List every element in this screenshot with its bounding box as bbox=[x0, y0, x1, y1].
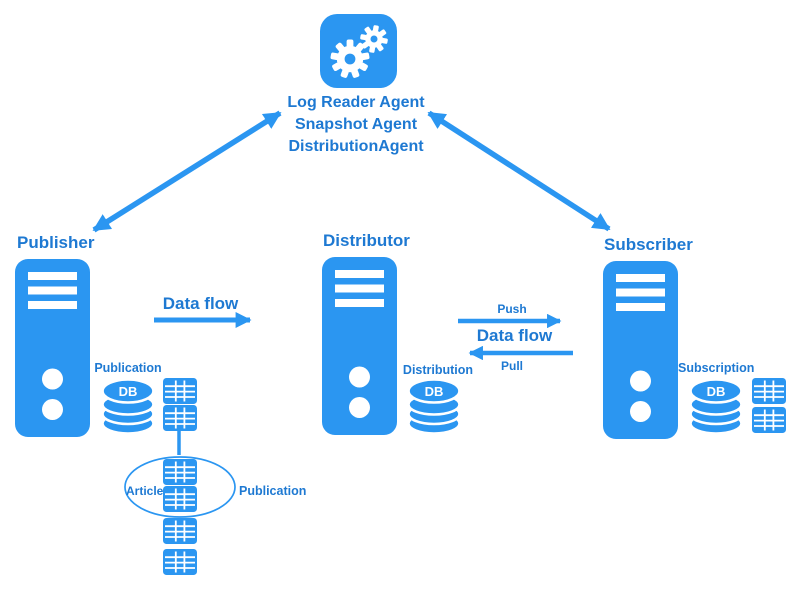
publisher-agents-arrow bbox=[92, 110, 282, 233]
snapshot-agent-label: Snapshot Agent bbox=[294, 116, 418, 133]
distributor-subscriber-dataflow-label: Data flow bbox=[476, 326, 553, 345]
log-reader-agent-label: Log Reader Agent bbox=[287, 94, 425, 111]
distribution-db-icon: DB bbox=[406, 377, 462, 435]
publisher-server-icon bbox=[15, 259, 90, 437]
pull-label: Pull bbox=[500, 359, 523, 373]
push-label: Push bbox=[497, 302, 527, 316]
publisher-label: Publisher bbox=[17, 233, 95, 252]
publication-grouping-ellipse bbox=[124, 456, 236, 518]
publication-db-caption: Publication bbox=[94, 361, 162, 375]
distributor-server-icon bbox=[322, 257, 397, 435]
publication-grouping-label: Publication bbox=[239, 484, 307, 498]
agent-labels: Log Reader Agent Snapshot Agent Distribu… bbox=[236, 92, 476, 158]
subscription-db-icon: DB bbox=[688, 377, 744, 435]
distributor-label: Distributor bbox=[323, 231, 410, 250]
agents-gear-icon bbox=[320, 14, 397, 88]
publisher-table-icon bbox=[163, 549, 197, 575]
publisher-table-icon bbox=[163, 378, 197, 404]
article-label: Article bbox=[126, 484, 164, 498]
gears-icon bbox=[330, 25, 388, 78]
subscriber-label: Subscriber bbox=[604, 235, 693, 254]
distribution-db-text: DB bbox=[425, 384, 444, 399]
publisher-table-icon bbox=[163, 518, 197, 544]
publication-db-icon: DB bbox=[100, 377, 156, 435]
subscription-db-caption: Subscription bbox=[678, 361, 755, 375]
subscriber-table-icon bbox=[752, 407, 786, 433]
subscriber-server-icon bbox=[603, 261, 678, 439]
article-table-icon bbox=[163, 459, 197, 485]
distribution-agent-label: DistributionAgent bbox=[288, 138, 424, 155]
subscription-db-text: DB bbox=[707, 384, 726, 399]
subscriber-table-icon bbox=[752, 378, 786, 404]
article-table-icon bbox=[163, 486, 197, 512]
publisher-distributor-dataflow-label: Data flow bbox=[162, 294, 239, 313]
publisher-table-icon bbox=[163, 405, 197, 431]
subscriber-agents-arrow bbox=[427, 110, 611, 232]
distribution-db-caption: Distribution bbox=[402, 363, 474, 377]
publication-db-text: DB bbox=[119, 384, 138, 399]
